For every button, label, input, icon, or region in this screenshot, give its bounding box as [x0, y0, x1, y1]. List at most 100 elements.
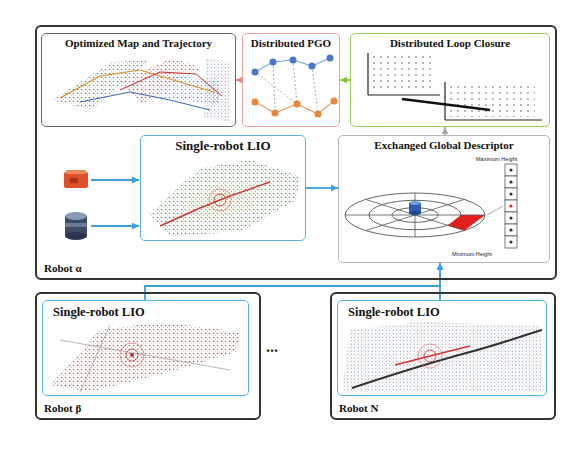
result-box: Optimized Map and Trajectory — [41, 33, 236, 127]
ellipsis-mark: ... — [266, 338, 278, 356]
lio-point-cloud-part — [209, 189, 231, 211]
scan-context-matrices-part — [372, 56, 435, 92]
map-illustration-part — [80, 92, 210, 110]
node-title: Single-robot LIO — [51, 305, 147, 319]
node-title: Optimized Map and Trajectory — [63, 37, 214, 50]
label-holder: Minimum Height — [452, 251, 492, 257]
scan-context-matrices-part — [367, 53, 368, 95]
lio-point-cloud-part — [160, 182, 270, 226]
polar-descriptor-part — [509, 192, 512, 195]
sensor-icons-part — [65, 232, 87, 240]
robot-beta-cloud-part — [130, 353, 134, 357]
flow-arrow — [444, 127, 446, 135]
lio-box: Single-robot LIO — [140, 135, 306, 241]
polar-descriptor-part — [409, 201, 421, 205]
flow-arrow — [306, 187, 338, 189]
scan-context-matrices-part — [445, 119, 542, 120]
pose-graph-part — [255, 72, 297, 104]
scan-context-matrices-part — [444, 82, 445, 120]
sensor-icons-part — [91, 225, 139, 227]
robot-n-cloud-part — [395, 346, 470, 365]
polar-descriptor-part — [366, 199, 465, 230]
pose-graph — [252, 55, 338, 118]
robot-n-cloud — [342, 322, 544, 392]
map-illustration-part — [120, 72, 222, 96]
robot-n-cloud-part — [352, 330, 542, 388]
polar-descriptor-part — [505, 212, 517, 224]
lio-point-cloud-part — [148, 160, 300, 236]
lio-point-cloud-part — [180, 180, 262, 222]
node-title: Distributed Loop Closure — [388, 37, 512, 50]
pose-graph-part — [270, 59, 277, 66]
polar-descriptor-part — [509, 180, 512, 183]
polar-descriptor-part — [509, 204, 512, 207]
robot-beta-cloud — [50, 322, 240, 392]
robot-beta-cloud-part — [80, 325, 110, 392]
pose-graph-part — [294, 101, 301, 108]
polar-descriptor-part — [509, 228, 512, 231]
polar-descriptor-part — [448, 215, 486, 231]
map-illustration — [52, 58, 232, 122]
pose-graph-part — [331, 98, 338, 105]
pose-graph-part — [312, 66, 318, 114]
pose-graph-part — [255, 101, 334, 114]
polar-descriptor-part — [505, 236, 517, 248]
scan-context-matrices-part — [402, 99, 490, 110]
polar-descriptor-part — [509, 240, 512, 243]
pose-graph-part — [293, 60, 297, 104]
axis-label: Maximum Height — [476, 156, 517, 162]
sensor-icons — [64, 170, 139, 240]
pose-graph-part — [327, 55, 334, 62]
polar-descriptor — [345, 164, 517, 248]
label-holder: ... — [266, 338, 278, 356]
scan-context-matrices-part — [368, 94, 440, 95]
flow-arrow — [439, 263, 441, 300]
polar-descriptor-part — [345, 193, 485, 237]
axis-label: Minimum Height — [452, 251, 492, 257]
node-title: Distributed PGO — [249, 37, 333, 50]
robot-beta-cloud-part — [126, 349, 138, 361]
polar-descriptor-part — [505, 176, 517, 188]
node-title: Exchanged Global Descriptor — [372, 139, 515, 152]
scan-context-matrices — [368, 53, 542, 120]
flow-arrow — [145, 263, 440, 300]
node-title: Robot α — [42, 262, 84, 275]
pose-graph-part — [252, 69, 259, 76]
robot-n-cloud-part — [424, 350, 436, 362]
polar-descriptor-part — [487, 206, 503, 215]
lio-box: Single-robot LIO — [337, 300, 547, 396]
robot-frame: Robot α Optimized Map and Trajectory Distr… — [35, 25, 557, 280]
polar-descriptor-part — [509, 216, 512, 219]
pose-graph-part — [272, 110, 279, 117]
polar-descriptor-part — [505, 164, 517, 176]
descriptor-box: Exchanged Global Descriptor — [338, 135, 550, 263]
pose-graph-part — [290, 57, 297, 64]
robot-beta-cloud-part — [50, 322, 240, 392]
node-title: Single-robot LIO — [173, 139, 272, 154]
polar-descriptor-part — [366, 199, 465, 230]
pose-graph-part — [252, 99, 259, 106]
robot-n-cloud-part — [418, 344, 442, 368]
polar-descriptor-part — [509, 168, 512, 171]
sensor-icons-part — [65, 212, 87, 220]
pose-graph-part — [315, 111, 322, 118]
robot-n-cloud-part — [342, 322, 544, 392]
flow-arrow — [236, 79, 242, 81]
loop-closure-box: Distributed Loop Closure — [350, 33, 550, 127]
sensor-icons-part — [70, 178, 78, 183]
polar-descriptor-part — [505, 224, 517, 236]
node-title: Robot β — [42, 402, 83, 415]
sensor-icons-part — [66, 170, 86, 174]
flow-arrow — [340, 79, 350, 81]
robot-frame: Robot β Single-robot LIO — [35, 292, 261, 420]
sensor-icons-part — [65, 223, 87, 227]
scan-context-matrices-part — [449, 85, 535, 117]
sensor-icons-part — [91, 179, 139, 181]
lio-point-cloud-part — [214, 194, 226, 206]
robot-beta-cloud-part — [60, 340, 230, 370]
node-title: Single-robot LIO — [346, 305, 442, 319]
lio-point-cloud — [148, 160, 300, 236]
